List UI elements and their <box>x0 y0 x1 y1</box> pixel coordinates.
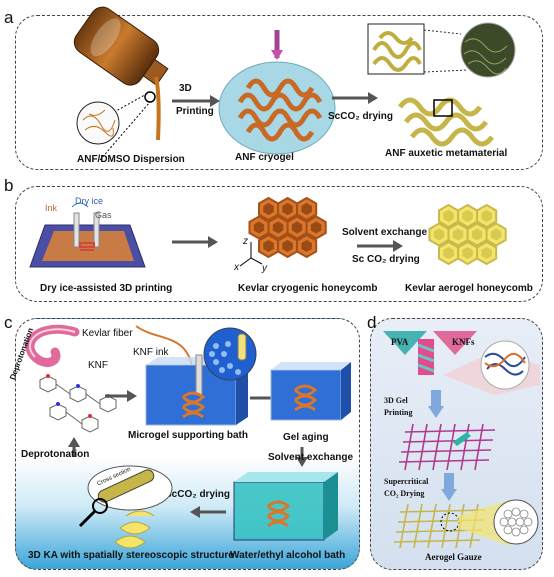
cryogenic-honeycomb-cell-hole <box>291 221 303 234</box>
label-gas: Gas <box>95 210 112 220</box>
caption-kevlar-aerogel: Kevlar aerogel honeycomb <box>405 283 533 294</box>
arrow-a2 <box>332 92 378 104</box>
dispersion-zoom-circle <box>76 91 156 161</box>
label-water-ethanol-bath: Water/ethyl alcohol bath <box>230 550 346 561</box>
axis-triad <box>239 242 263 267</box>
cryogenic-honeycomb-cell-hole <box>282 202 293 216</box>
arrow-a1 <box>172 95 220 107</box>
cryogel-disc <box>218 30 336 155</box>
microgel-zoom-circle <box>203 327 257 381</box>
label-dry-ice: Dry ice <box>75 196 104 206</box>
arrow-d1 <box>428 390 444 418</box>
aerogel-honeycomb-cell-hole <box>433 228 445 241</box>
label-kevlar-fiber: Kevlar fiber <box>82 328 133 339</box>
knf-molecular-structure <box>39 374 117 433</box>
label-knf-ink: KNF ink <box>133 347 169 358</box>
panel-d-letter: d <box>367 313 377 332</box>
cryogenic-honeycomb-cell-hole <box>301 202 312 216</box>
auxetic-metamaterial <box>367 22 516 147</box>
label-microgel-bath: Microgel supporting bath <box>128 430 248 441</box>
label-3d-printing-2: Printing <box>176 106 214 117</box>
arrow-up-c <box>68 437 80 457</box>
label-solvent-exchange-b: Solvent exchange <box>342 227 428 238</box>
aerogel-honeycomb-cell-hole <box>443 247 454 259</box>
label-supercritical-1: Supercritical <box>384 477 429 486</box>
label-scco2-drying-b: Sc CO₂ drying <box>352 254 420 265</box>
arrow-down-c <box>296 447 308 467</box>
label-gel-aging: Gel aging <box>283 432 329 443</box>
caption-kevlar-cryogenic: Kevlar cryogenic honeycomb <box>238 283 378 294</box>
arrow-d2 <box>441 473 457 501</box>
dry-ice-printer <box>29 202 146 268</box>
cryogenic-honeycomb <box>248 196 327 259</box>
panel-b-letter: b <box>4 176 14 195</box>
aerogel-honeycomb-cell-hole <box>481 209 492 223</box>
arrow-c1 <box>105 390 137 402</box>
water-ethanol-bath <box>233 472 338 541</box>
arrow-b2 <box>357 240 403 252</box>
aerogel-honeycomb-cell-hole <box>462 247 473 259</box>
cryogenic-honeycomb-cell-hole <box>272 221 284 234</box>
label-3d-printing-1: 3D <box>179 83 192 94</box>
panel-a-letter: a <box>4 8 14 27</box>
arrow-b1 <box>172 236 218 248</box>
aerogel-honeycomb-cell-hole <box>443 209 454 223</box>
aerogel-honeycomb <box>428 203 507 266</box>
caption-dry-ice-printing: Dry ice-assisted 3D printing <box>40 283 173 294</box>
label-knfs: KNFs <box>452 337 475 347</box>
caption-anf-dmso: ANF/DMSO Dispersion <box>77 154 185 165</box>
label-aerogel-gauze: Aerogel Gauze <box>425 552 482 562</box>
cryogenic-honeycomb-cell-hole <box>263 202 274 216</box>
label-3d-gel-printing-1: 3D Gel <box>384 396 408 405</box>
label-solvent-exchange-c: Solvent exchange <box>268 452 354 463</box>
arrow-c3 <box>190 506 226 518</box>
cryogenic-honeycomb-cell-hole <box>301 240 312 252</box>
aerogel-honeycomb-cell-hole <box>452 228 464 241</box>
panel-b <box>15 186 543 302</box>
label-3d-gel-printing-2: Printing <box>384 408 413 417</box>
label-supercritical-2: CO₂ Drying <box>384 489 425 498</box>
aerogel-gauze <box>393 499 539 549</box>
aerogel-honeycomb-cell-hole <box>462 209 473 223</box>
bottle-pouring-illustration <box>73 6 169 141</box>
axis-x-label: x <box>234 262 239 273</box>
caption-anf-auxetic: ANF auxetic metamaterial <box>385 148 508 159</box>
label-ink: Ink <box>45 203 58 213</box>
label-scco2-drying-a: ScCO₂ drying <box>328 111 394 122</box>
cryogenic-honeycomb-cell-hole <box>310 221 322 234</box>
kevlar-aerogel-3d-structure <box>78 465 173 549</box>
pva-knf-nozzle <box>383 331 540 395</box>
aerogel-honeycomb-cell-hole <box>490 228 502 241</box>
caption-anf-cryogel: ANF cryogel <box>235 152 294 163</box>
label-knf: KNF <box>88 360 108 371</box>
aerogel-honeycomb-cell-hole <box>471 228 483 241</box>
panel-a <box>15 15 543 170</box>
printed-grid <box>398 423 496 471</box>
kevlar-fiber-curl <box>25 324 80 367</box>
cryogenic-honeycomb-cell-hole <box>253 221 265 234</box>
gel-aging-bath <box>270 362 351 421</box>
aerogel-honeycomb-cell-hole <box>481 247 492 259</box>
cryogenic-honeycomb-cell-hole <box>282 240 293 252</box>
label-pva: PVA <box>391 337 409 347</box>
label-3d-ka: 3D KA with spatially stereoscopic struct… <box>28 550 234 561</box>
label-deprotonation: Deprotonation <box>21 449 90 460</box>
cryogenic-honeycomb-cell-hole <box>263 240 274 252</box>
axis-y-label: y <box>262 263 267 274</box>
axis-z-label: z <box>243 236 248 247</box>
label-scco2-drying-c: ScCO₂ drying <box>165 489 231 500</box>
panel-c-letter: c <box>4 313 13 332</box>
